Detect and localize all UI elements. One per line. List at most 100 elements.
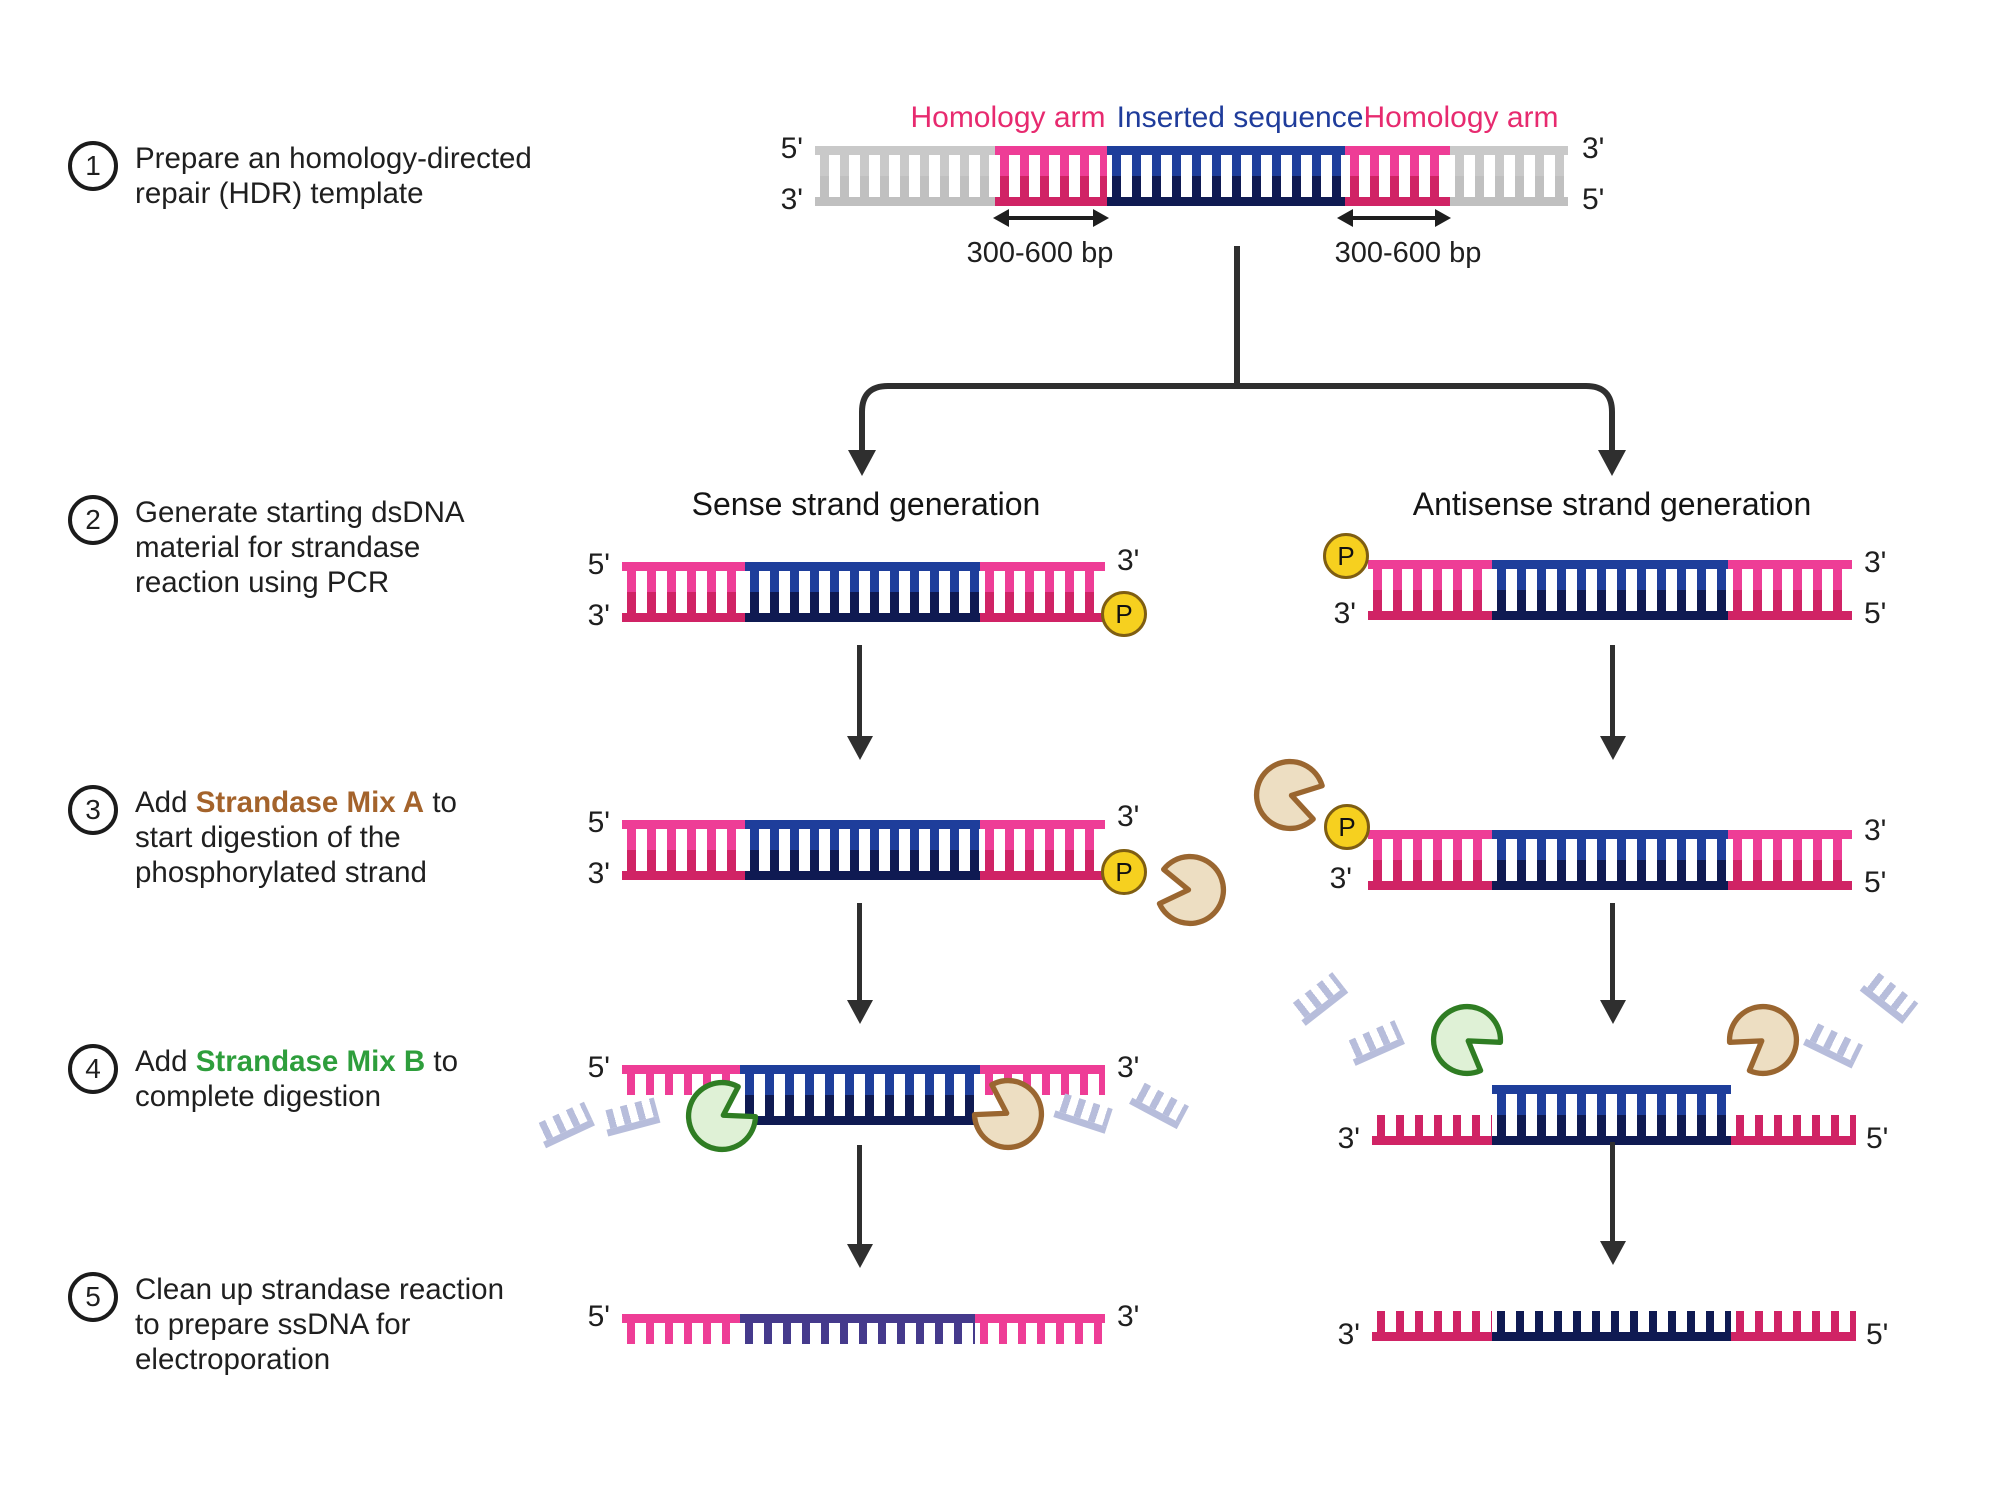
ssdna-segment (1372, 1115, 1492, 1145)
phosphate-label: P (1337, 540, 1355, 571)
flow-arrow-antisense-2-3 (1599, 645, 1626, 760)
sense-ssdna-product (622, 1314, 1105, 1344)
step-4-pre: Add (135, 1045, 196, 1078)
base-pair-rungs (815, 155, 995, 197)
flow-arrow-antisense-3-4 (1599, 903, 1626, 1024)
step-3-text: Add Strandase Mix A to start digestion o… (135, 785, 457, 890)
step-2-badge: 2 (68, 495, 118, 545)
ssdna-segment (1731, 1115, 1856, 1145)
flow-arrow-sense-3-4 (846, 903, 873, 1024)
strandase-mix-a-enzyme (1156, 853, 1227, 927)
sense-partial-duplex (740, 1065, 980, 1125)
end-label: 5' (1866, 1318, 1889, 1351)
strandase-mix-a-enzyme (1253, 758, 1325, 832)
digested-fragment (1859, 970, 1919, 1024)
step-5-line-3: electroporation (135, 1343, 331, 1376)
branch-arrow (848, 246, 1626, 476)
inserted-sequence-label: Inserted sequence (1116, 101, 1364, 134)
step-2-number: 2 (85, 504, 101, 535)
homology-arm-segment (622, 562, 745, 622)
end-label: 3' (1329, 862, 1352, 895)
step-3-line-3: phosphorylated strand (135, 856, 427, 889)
end-label: 5' (1866, 1122, 1889, 1155)
phosphate-badge: P (1101, 591, 1147, 637)
antisense-dsdna-step2 (1368, 560, 1852, 620)
sense-dsdna-step2 (622, 562, 1105, 622)
phosphate-badge: P (1324, 804, 1370, 850)
antisense-dsdna-step3 (1368, 830, 1852, 890)
inserted-sequence-segment (745, 562, 980, 622)
end-label: 3' (1333, 597, 1356, 630)
ssdna-insert-segment (1492, 1311, 1731, 1341)
end-label: 5' (587, 1051, 610, 1084)
end-label: 3' (1117, 800, 1140, 833)
ssdna-segment (1372, 1311, 1492, 1341)
homology-arm-label-right: Homology arm (1363, 101, 1559, 134)
strandase-mix-a-enzyme (971, 1077, 1045, 1151)
step-4-text: Add Strandase Mix B to complete digestio… (135, 1044, 458, 1114)
step-4-line-2: complete digestion (135, 1080, 381, 1113)
step-1-line-2: repair (HDR) template (135, 177, 424, 210)
end-label: 3' (587, 599, 610, 632)
bp-range-label-right: 300-600 bp (1334, 237, 1482, 269)
base-pair-rungs (745, 571, 980, 613)
step-2-text: Generate starting dsDNA material for str… (135, 495, 465, 600)
step-5-line-1: Clean up strandase reaction (135, 1273, 504, 1306)
bp-range-arrow-left (993, 209, 1109, 227)
step-5-number: 5 (85, 1281, 101, 1312)
inserted-sequence-segment (1492, 1085, 1731, 1145)
antisense-strand-right-arm (1731, 1115, 1856, 1145)
inserted-sequence-segment (1492, 560, 1728, 620)
base-pair-rungs (745, 829, 980, 871)
strandase-mix-b-enzyme (1430, 1003, 1504, 1077)
end-label: 3' (780, 183, 803, 216)
flanking-dna-segment (1450, 146, 1568, 206)
step-2-line-2: material for strandase (135, 531, 421, 564)
strandase-mix-b-label: Strandase Mix B (195, 1045, 426, 1078)
step-1-badge: 1 (68, 141, 118, 191)
step-3-badge: 3 (68, 785, 118, 835)
ssdna-segment (622, 1314, 740, 1344)
end-label: 3' (1117, 1051, 1140, 1084)
strandase-mix-b-enzyme (685, 1079, 759, 1153)
base-pair-rungs (1345, 155, 1450, 197)
end-label: 5' (1582, 183, 1605, 216)
antisense-column-title: Antisense strand generation (1412, 486, 1812, 522)
inserted-sequence-segment (1492, 830, 1728, 890)
homology-arm-segment (980, 562, 1105, 622)
bp-range-arrow-right (1337, 209, 1451, 227)
inserted-sequence-segment (740, 1065, 980, 1125)
digested-fragment (535, 1101, 595, 1149)
end-label: 3' (1117, 544, 1140, 577)
base-pair-rungs (1450, 155, 1568, 197)
homology-arm-segment (1368, 830, 1492, 890)
antisense-ssdna-product (1372, 1311, 1856, 1341)
end-label: 5' (780, 132, 803, 165)
step-4-number: 4 (85, 1053, 101, 1084)
end-label: 3' (1864, 546, 1887, 579)
digested-fragment (1053, 1092, 1113, 1134)
step-5-badge: 5 (68, 1272, 118, 1322)
phosphate-label: P (1115, 856, 1133, 887)
flow-arrow-sense-2-3 (846, 645, 873, 760)
step-2-line-3: reaction using PCR (135, 566, 390, 599)
step-5-text: Clean up strandase reaction to prepare s… (135, 1272, 504, 1377)
homology-arm-segment (1368, 560, 1492, 620)
flow-arrow-antisense-4-5 (1599, 1142, 1626, 1265)
homology-arm-segment (1728, 830, 1852, 890)
flanking-dna-segment (815, 146, 995, 206)
phosphate-badge: P (1323, 533, 1369, 579)
antisense-partial-duplex (1492, 1085, 1731, 1145)
base-pair-rungs (980, 571, 1105, 613)
step-4-badge: 4 (68, 1044, 118, 1094)
sense-dsdna-step3 (622, 820, 1105, 880)
step-1-number: 1 (85, 150, 101, 181)
step-3-pre: Add (135, 786, 196, 819)
strandase-mix-a-enzyme (1726, 1003, 1800, 1077)
bp-range-label-left: 300-600 bp (966, 237, 1114, 269)
end-label: 5' (587, 806, 610, 839)
step-4-post: to (425, 1045, 459, 1078)
base-pair-rungs (995, 155, 1107, 197)
homology-arm-segment (995, 146, 1107, 206)
end-label: 3' (1864, 814, 1887, 847)
